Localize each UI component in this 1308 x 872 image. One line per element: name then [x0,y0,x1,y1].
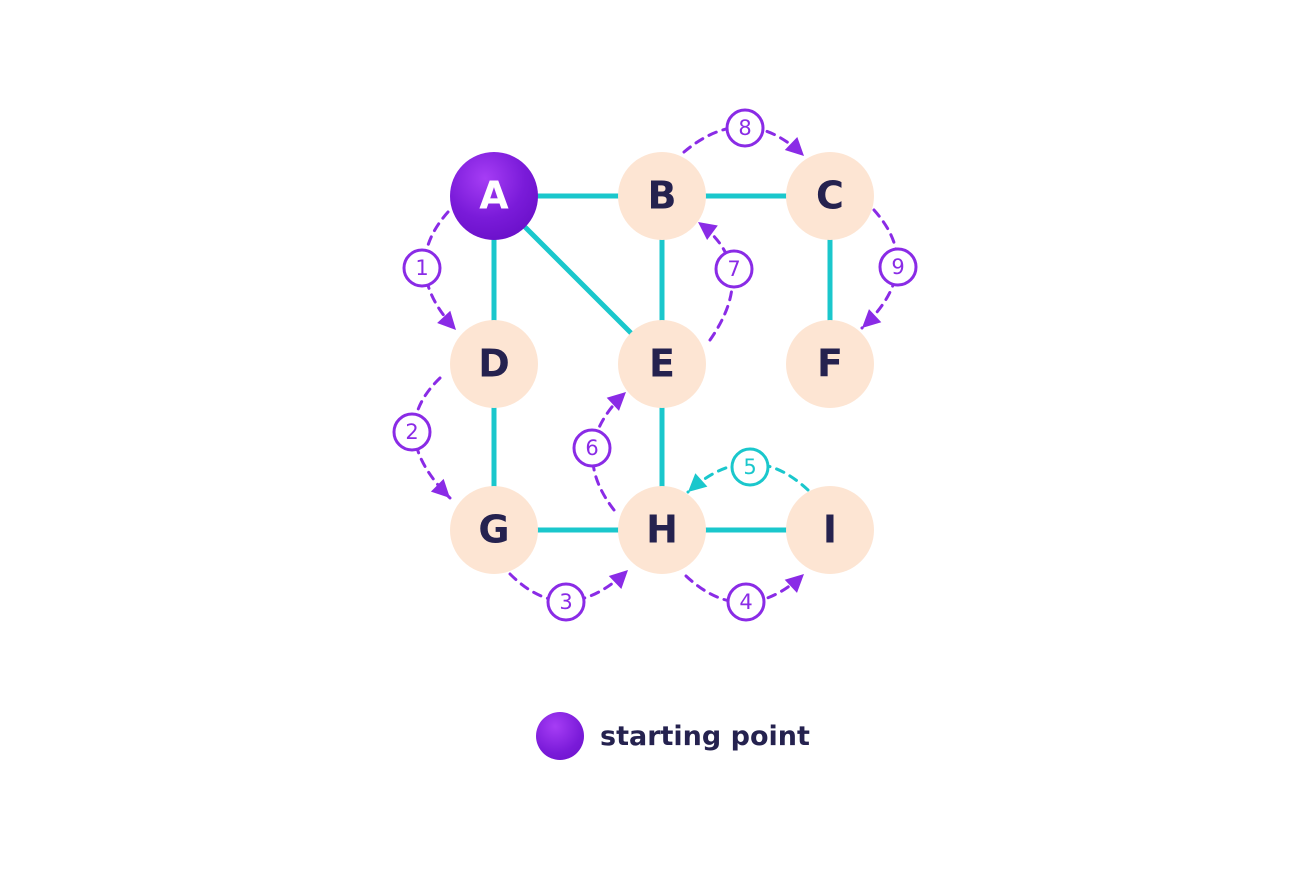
legend: starting point [536,712,810,760]
node-i-circle [786,486,874,574]
node-e-label: E [649,342,675,386]
step-8: 8 [682,108,806,158]
node-h: H [618,486,706,574]
step-6-badge [572,428,612,468]
step-4-arrowhead [784,574,804,593]
node-d-label: D [478,342,510,386]
step-7: 7 [696,220,754,342]
step-8-badge [725,108,765,148]
node-e: E [618,320,706,408]
step-9-arrowhead [862,309,882,328]
step-8-arrowhead [784,137,804,156]
node-g: G [450,486,538,574]
step-4: 4 [684,572,806,622]
step-2-badge [392,412,432,452]
legend-label: starting point [600,720,810,752]
step-2: 2 [392,376,452,500]
node-c-label: C [816,174,844,218]
step-5: 5 [686,447,810,494]
node-c: C [786,152,874,240]
node-i: I [786,486,874,574]
node-b: B [618,152,706,240]
node-b-label: B [648,174,677,218]
step-1-label: 1 [415,256,428,280]
node-b-circle [618,152,706,240]
step-3: 3 [508,568,630,622]
node-a: A [450,152,538,240]
node-h-label: H [646,508,678,552]
step-1: 1 [402,210,458,332]
traversal-steps: 1 2 3 4 5 6 7 8 9 [392,108,918,622]
node-g-label: G [478,508,509,552]
step-6-label: 6 [585,436,598,460]
step-6-arrowhead [606,392,626,411]
node-a-circle [450,152,538,240]
step-3-arrowhead [608,570,628,589]
node-h-circle [618,486,706,574]
step-5-label: 5 [743,455,756,479]
step-7-label: 7 [727,257,740,281]
step-7-arrowhead [698,222,718,240]
node-a-label: A [479,174,509,218]
node-c-circle [786,152,874,240]
node-g-circle [450,486,538,574]
node-f-label: F [817,342,843,386]
step-3-label: 3 [559,590,572,614]
node-d: D [450,320,538,408]
step-9: 9 [860,208,918,330]
node-f-circle [786,320,874,408]
step-4-badge [726,582,766,622]
node-e-circle [618,320,706,408]
step-9-label: 9 [891,255,904,279]
step-6: 6 [572,390,628,512]
step-9-badge [878,247,918,287]
node-f: F [786,320,874,408]
step-7-arrow-path [696,220,734,342]
starting-point-swatch [536,712,584,760]
step-1-arrowhead [437,310,456,330]
step-4-label: 4 [739,590,752,614]
step-8-label: 8 [738,116,751,140]
step-7-badge [714,249,754,289]
step-5-badge [730,447,770,487]
step-3-badge [546,582,586,622]
node-i-label: I [823,508,837,552]
step-5-arrowhead [688,473,708,492]
node-d-circle [450,320,538,408]
step-1-badge [402,248,442,288]
graph-nodes: A B C D E F G H I [450,152,874,574]
step-2-label: 2 [405,420,418,444]
step-2-arrowhead [430,478,450,498]
